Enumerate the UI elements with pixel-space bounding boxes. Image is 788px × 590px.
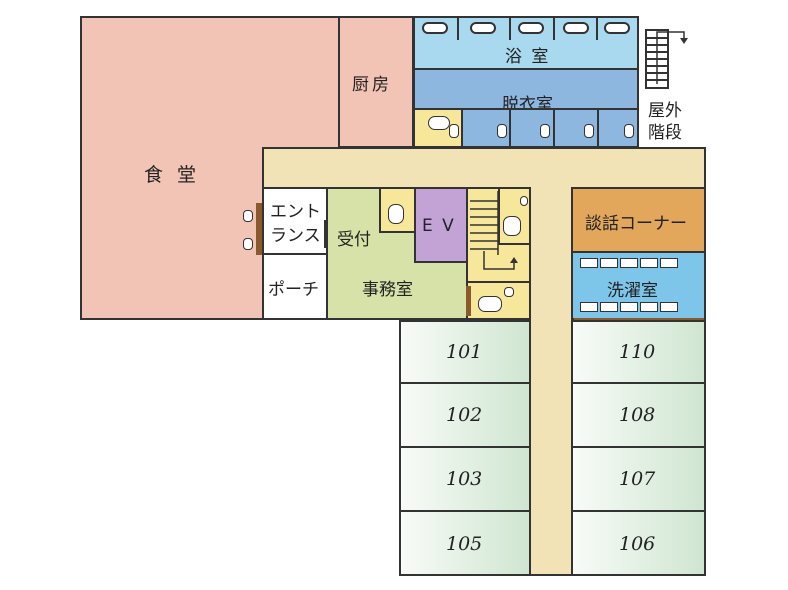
- elevator-label: E V: [422, 216, 456, 236]
- entrance-door: [256, 203, 262, 255]
- bathtub-icon: [604, 22, 630, 34]
- washer-icon: [580, 302, 598, 312]
- entrance-label: エント ランス: [270, 202, 321, 246]
- porch-label: ポーチ: [268, 280, 319, 300]
- washer-icon: [640, 258, 658, 268]
- sink-icon: [520, 196, 528, 206]
- washer-icon: [620, 258, 638, 268]
- unit-number: 102: [446, 404, 483, 426]
- office-label: 事務室: [362, 280, 413, 300]
- sink-icon: [584, 124, 594, 138]
- corridor-horizontal: [262, 147, 706, 189]
- bathtub-icon: [563, 22, 589, 34]
- toilet-icon: [503, 216, 521, 236]
- washer-icon: [600, 302, 618, 312]
- unit-room: [399, 382, 531, 448]
- unit-number: 106: [619, 533, 656, 555]
- sink-icon: [504, 287, 514, 297]
- unit-room: [571, 510, 706, 576]
- corridor-junction: [531, 184, 571, 192]
- lounge-label: 談話コーナー: [585, 214, 687, 234]
- outdoor-stairs-label: 屋外 階段: [648, 101, 682, 143]
- unit-room: [399, 320, 531, 384]
- kitchen: [338, 16, 414, 148]
- bathtub-icon: [470, 22, 496, 34]
- corridor-vertical: [529, 187, 573, 576]
- washer-icon: [620, 302, 638, 312]
- laundry-label: 洗濯室: [607, 281, 658, 301]
- washer-icon: [660, 258, 678, 268]
- lower-toilet-door: [466, 286, 471, 316]
- sink-icon: [540, 124, 550, 138]
- washer-icon: [660, 302, 678, 312]
- entrance-fixture-icon: [243, 210, 253, 222]
- sink-icon: [497, 124, 507, 138]
- toilet-icon: [478, 296, 502, 312]
- unit-room: [399, 446, 531, 512]
- unit-number: 101: [446, 341, 483, 363]
- porch: [262, 253, 328, 320]
- unit-number: 105: [446, 533, 483, 555]
- sink-icon: [449, 124, 459, 138]
- bathtub-icon: [518, 22, 544, 34]
- unit-number: 103: [446, 468, 483, 490]
- toilet-icon: [388, 204, 404, 224]
- bathtub-icon: [422, 22, 448, 34]
- washer-icon: [600, 258, 618, 268]
- sink-icon: [624, 124, 634, 138]
- outdoor-stairs-icon: [645, 29, 688, 89]
- washer-icon: [640, 302, 658, 312]
- toilet-icon: [428, 116, 450, 130]
- unit-room: [399, 510, 531, 576]
- kitchen-label: 厨房: [352, 75, 392, 95]
- washer-icon: [580, 258, 598, 268]
- bathroom-label: 浴 室: [505, 47, 551, 67]
- dining-room-label: 食 堂: [144, 164, 201, 186]
- unit-number: 108: [619, 404, 656, 426]
- unit-number: 110: [619, 341, 656, 363]
- entrance-fixture-icon: [243, 238, 253, 250]
- reception-label: 受付: [337, 230, 371, 250]
- unit-number: 107: [619, 468, 656, 490]
